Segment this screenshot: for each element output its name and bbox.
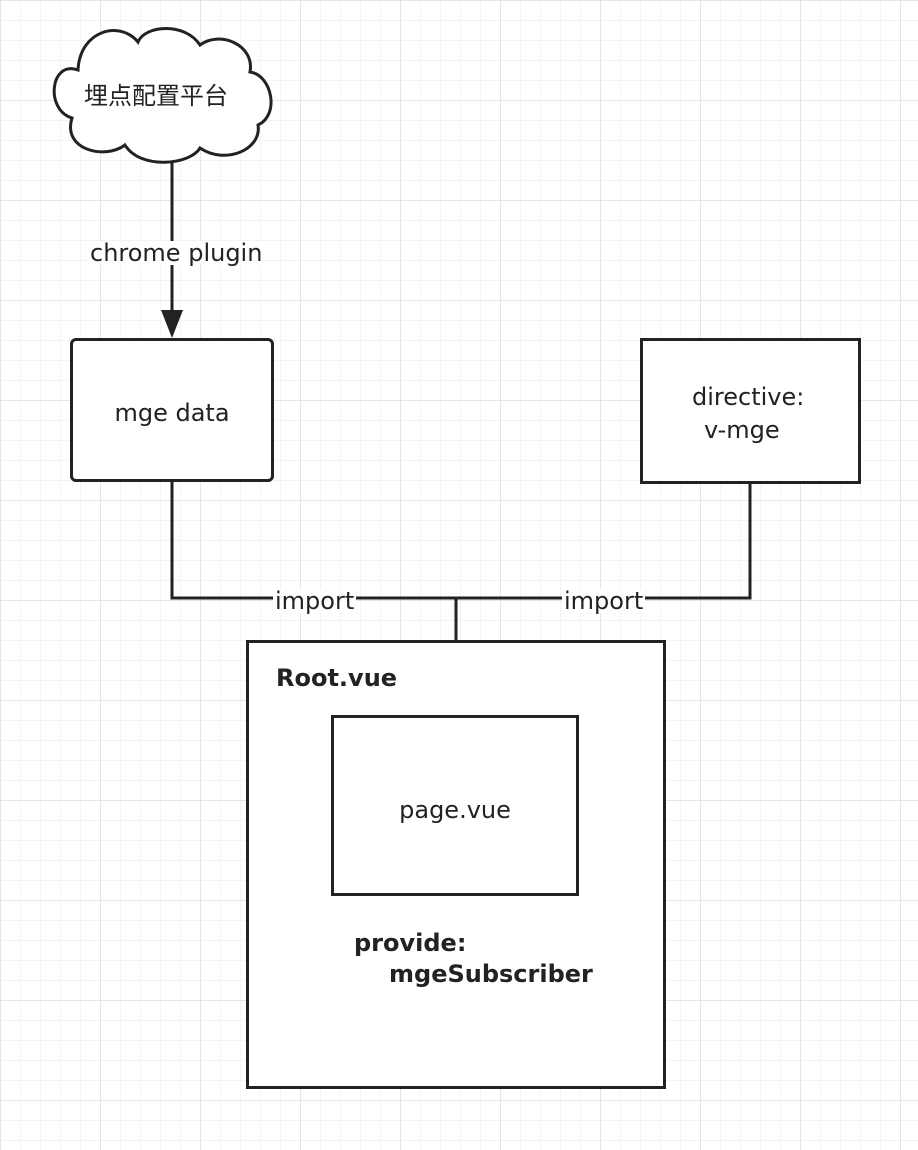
edge-directive-to-page <box>456 482 752 600</box>
mge-data-node-label: mge data <box>114 399 230 427</box>
page-vue-node: page.vue <box>331 715 579 896</box>
page-vue-label: page.vue <box>399 796 511 824</box>
cloud-node-label: 埋点配置平台 <box>84 82 228 110</box>
provide-value: mgeSubscriber <box>389 960 593 988</box>
edge-label-import-right: import <box>562 587 646 615</box>
root-vue-label: Root.vue <box>276 664 398 692</box>
edge-label-chrome-plugin: chrome plugin <box>88 239 265 267</box>
provide-label: provide: <box>354 929 467 957</box>
cloud-shape <box>52 27 273 164</box>
directive-node-value: v-mge <box>704 416 780 444</box>
edge-label-import-left: import <box>273 587 357 615</box>
directive-node-label: directive: <box>692 383 805 411</box>
mge-data-node: mge data <box>70 338 274 482</box>
directive-node: directive: v-mge <box>640 338 861 484</box>
arrowhead-mge-data <box>161 310 183 338</box>
